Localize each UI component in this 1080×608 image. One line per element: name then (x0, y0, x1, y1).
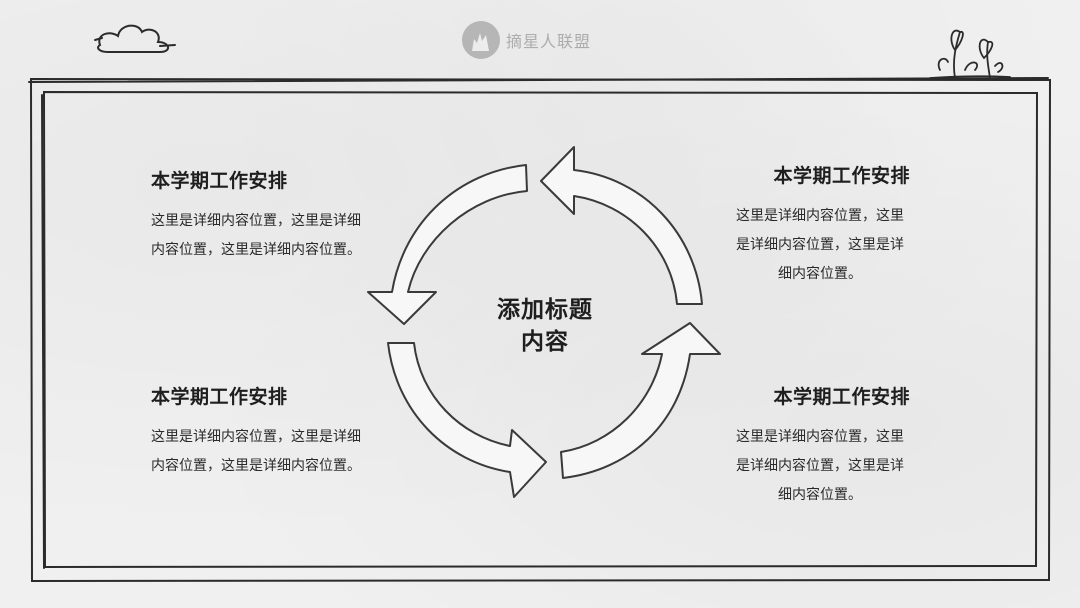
block-title: 本学期工作安排 (151, 170, 288, 192)
center-title-line2: 内容 (521, 329, 569, 355)
block-description: 这里是详细内容位置，这里是详细内容位置，这里是详细内容位置。 (736, 429, 904, 503)
block-title: 本学期工作安排 (151, 386, 288, 408)
text-block-top-right: 本学期工作安排 这里是详细内容位置，这里是详细内容位置，这里是详细内容位置。 (730, 161, 910, 289)
block-description: 这里是详细内容位置，这里是详细内容位置，这里是详细内容位置。 (151, 213, 361, 258)
cycle-arrow-top-left (367, 164, 528, 325)
block-title: 本学期工作安排 (773, 165, 910, 187)
text-block-bottom-right: 本学期工作安排 这里是详细内容位置，这里是详细内容位置，这里是详细内容位置。 (730, 382, 910, 510)
block-title: 本学期工作安排 (773, 386, 910, 408)
block-description: 这里是详细内容位置，这里是详细内容位置，这里是详细内容位置。 (151, 429, 361, 474)
text-block-bottom-left: 本学期工作安排 这里是详细内容位置，这里是详细内容位置，这里是详细内容位置。 (151, 382, 381, 481)
center-title-line1: 添加标题 (497, 297, 593, 323)
cycle-arrow-top-right (540, 146, 703, 305)
text-block-top-left: 本学期工作安排 这里是详细内容位置，这里是详细内容位置，这里是详细内容位置。 (151, 166, 381, 265)
cycle-diagram (367, 146, 721, 498)
logo-mark-icon (462, 21, 500, 59)
brand-logo: 摘星人联盟 (462, 20, 591, 60)
cloud-icon (94, 24, 176, 53)
logo-text: 摘星人联盟 (506, 32, 592, 51)
plant-icon (929, 29, 1011, 79)
center-title: 添加标题 内容 (470, 294, 620, 358)
cycle-arrow-bottom-right (560, 322, 721, 479)
cycle-arrow-bottom-left (387, 342, 547, 498)
block-description: 这里是详细内容位置，这里是详细内容位置，这里是详细内容位置。 (736, 208, 904, 282)
outer-frame (28, 77, 1052, 583)
logo-silhouette-icon (472, 33, 489, 51)
